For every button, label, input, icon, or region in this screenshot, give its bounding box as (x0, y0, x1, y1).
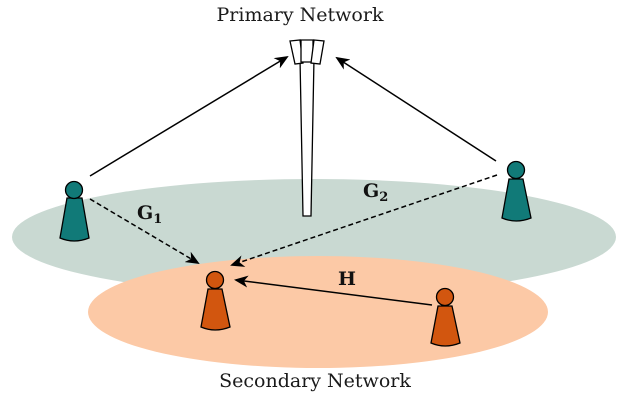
secondary-receiver-icon (200, 270, 231, 331)
primary-user-right-icon (501, 160, 532, 222)
interference-arrow-g1 (89, 198, 200, 265)
secondary-transmitter-icon (430, 287, 461, 347)
uplink-arrow-left (89, 55, 289, 177)
uplink-arrow-right (335, 56, 497, 162)
secondary-network-title: Secondary Network (219, 370, 411, 392)
secondary-link-arrow-h (234, 275, 433, 306)
primary-network-title: Primary Network (217, 4, 384, 26)
label-g2: G2 (363, 180, 388, 205)
secondary-network-area (88, 256, 548, 368)
label-h: H (338, 268, 356, 290)
base-station-tower-icon (289, 39, 325, 217)
interference-arrow-g2 (230, 174, 498, 267)
label-g1: G1 (137, 202, 162, 227)
primary-user-left-icon (59, 180, 90, 242)
